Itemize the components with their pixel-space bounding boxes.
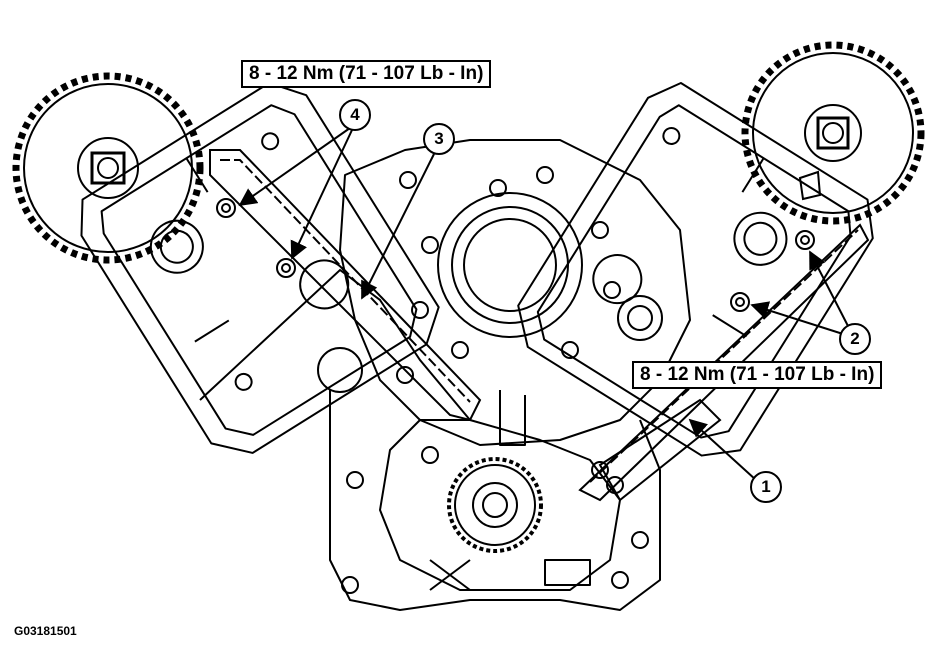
right-cylinder-bank [517, 81, 874, 457]
leader-4b [290, 129, 353, 260]
callout-4: 4 [339, 99, 371, 131]
chain-guide-left [199, 149, 482, 422]
bolt-right-upper [795, 230, 815, 250]
front-cover [317, 139, 691, 446]
leader-2b [750, 301, 844, 335]
torque-spec-right: 8 - 12 Nm (71 - 107 Lb - In) [632, 361, 883, 389]
callout-2: 2 [839, 323, 871, 355]
leader-2a [809, 250, 849, 327]
figure-id: G03181501 [14, 624, 77, 638]
guide-bolts [216, 198, 815, 312]
bolt-left-upper [216, 198, 236, 218]
callout-1: 1 [750, 471, 782, 503]
right-camshaft-gear [741, 41, 925, 225]
leader-4a [238, 127, 351, 207]
crankshaft-sprocket [447, 457, 543, 553]
left-camshaft-gear [12, 72, 204, 264]
leader-3 [361, 153, 435, 300]
callout-3: 3 [423, 123, 455, 155]
bolt-left-lower [276, 258, 296, 278]
leader-1 [688, 418, 757, 481]
torque-spec-top: 8 - 12 Nm (71 - 107 Lb - In) [241, 60, 492, 88]
leader-lines [238, 127, 849, 481]
lower-block [329, 390, 661, 611]
bolt-right-lower [730, 292, 750, 312]
left-cylinder-bank [80, 81, 440, 454]
